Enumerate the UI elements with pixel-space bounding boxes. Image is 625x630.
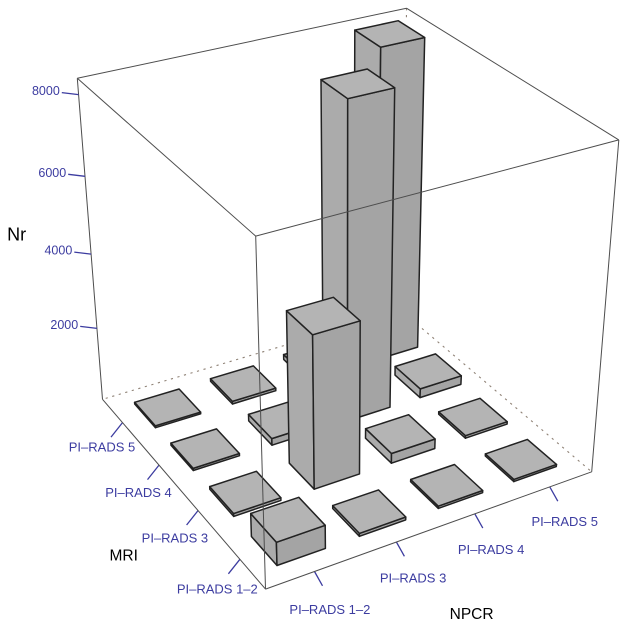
svg-text:6000: 6000 <box>38 166 66 180</box>
svg-text:PI–RADS 1–2: PI–RADS 1–2 <box>289 602 370 617</box>
svg-text:PI–RADS 3: PI–RADS 3 <box>380 571 446 586</box>
svg-text:NPCR: NPCR <box>450 606 494 623</box>
svg-text:PI–RADS 5: PI–RADS 5 <box>69 440 135 455</box>
svg-text:PI–RADS 4: PI–RADS 4 <box>458 542 524 557</box>
svg-text:8000: 8000 <box>32 84 60 98</box>
svg-text:PI–RADS 3: PI–RADS 3 <box>142 531 208 546</box>
svg-text:MRI: MRI <box>109 548 137 565</box>
svg-text:PI–RADS 1–2: PI–RADS 1–2 <box>177 582 258 597</box>
svg-text:Nr: Nr <box>7 225 26 245</box>
svg-text:PI–RADS 4: PI–RADS 4 <box>105 485 171 500</box>
svg-text:PI–RADS 5: PI–RADS 5 <box>531 514 597 529</box>
svg-text:4000: 4000 <box>44 244 72 258</box>
svg-text:2000: 2000 <box>50 318 78 332</box>
